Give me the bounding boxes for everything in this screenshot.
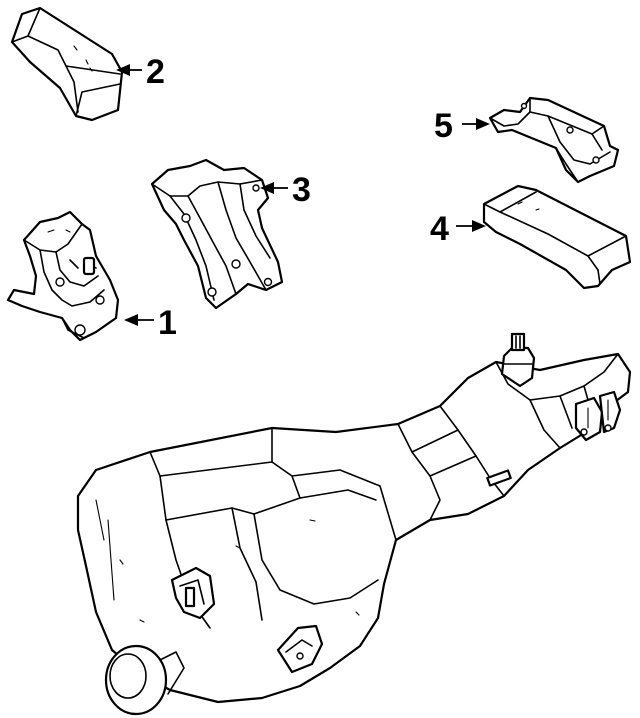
- callout-5-leader: [462, 118, 490, 130]
- callout-4-leader: [456, 220, 486, 232]
- callout-1-leader: [124, 314, 154, 326]
- callout-5-label: 5: [434, 107, 453, 145]
- callout-2-label: 2: [146, 53, 165, 91]
- part-5-crossmember-bracket[interactable]: [488, 96, 620, 184]
- part-4-mount-insulator[interactable]: [482, 184, 632, 290]
- transmission-assembly: [76, 332, 632, 716]
- part-3-mount-bracket[interactable]: [150, 158, 284, 310]
- callout-2-leader: [116, 64, 142, 76]
- part-2-heat-shield[interactable]: [10, 6, 124, 122]
- callout-1-label: 1: [158, 304, 177, 342]
- callout-4-label: 4: [430, 210, 449, 248]
- callout-3-leader: [260, 182, 288, 194]
- callout-3-label: 3: [292, 171, 311, 209]
- part-1-engine-mount[interactable]: [6, 210, 120, 342]
